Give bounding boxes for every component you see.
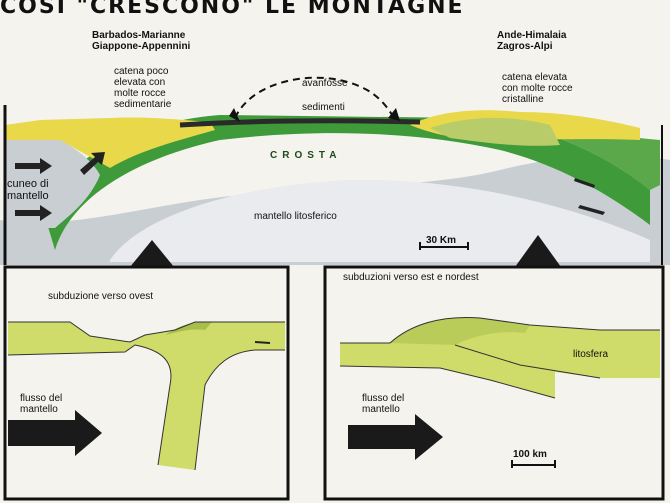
right-slab-arrows [574,178,605,215]
right-chain-label: catena elevata con molte rocce cristalli… [502,72,573,105]
bottom-left-flow-label: flusso del mantello [20,393,63,415]
foredeep-arrowhead-right [388,108,400,121]
bottom-right-flow-label: flusso del mantello [362,393,405,415]
left-mantle-flow-arrow [8,410,102,456]
lithosphere-label: litosfera [573,349,609,360]
mantle-wedge-label: cuneo di mantello [7,178,49,202]
crust-label: CROSTA [270,150,342,161]
bottom-scale-label: 100 km [513,449,547,460]
right-accretion-wedge [390,317,530,345]
left-chain-label: catena poco elevata con molte rocce sedi… [114,66,172,110]
bottom-left-panel [3,265,290,501]
mantle-wedge [5,140,100,228]
figure-title: COSÌ "CRESCONO" LE MONTAGNE [0,0,465,14]
left-examples-label: Barbados-Marianne Giappone-Appennini [92,30,191,52]
connector-arrow-right [515,235,561,267]
foredeep-dashed-arc [234,76,396,121]
connector-arrow-left [130,240,174,267]
wedge-flow-arrows [15,152,105,221]
left-lithosphere [8,322,285,470]
sediments-label: sedimenti [302,102,345,113]
right-examples-label: Ande-Himalaia Zagros-Alpi [497,30,567,52]
bottom-left-title: subduzione verso ovest [48,291,154,302]
top-scale-label: 30 Km [426,235,457,246]
lithospheric-mantle-label: mantello litosferico [254,211,337,222]
right-chain-crystalline [430,117,560,146]
left-accretion [165,321,212,335]
left-chain [5,117,215,168]
crust-slab [40,115,650,250]
mantle-lens [110,179,650,262]
right-mantle-flow-arrow [348,414,443,460]
bottom-right-title: subduzioni verso est e nordest [343,272,479,283]
foredeep-arrowhead-left [229,108,240,122]
foredeep-label: avanfosse [302,78,348,89]
bottom-right-panel [323,265,665,501]
sediments-layer [179,118,421,128]
